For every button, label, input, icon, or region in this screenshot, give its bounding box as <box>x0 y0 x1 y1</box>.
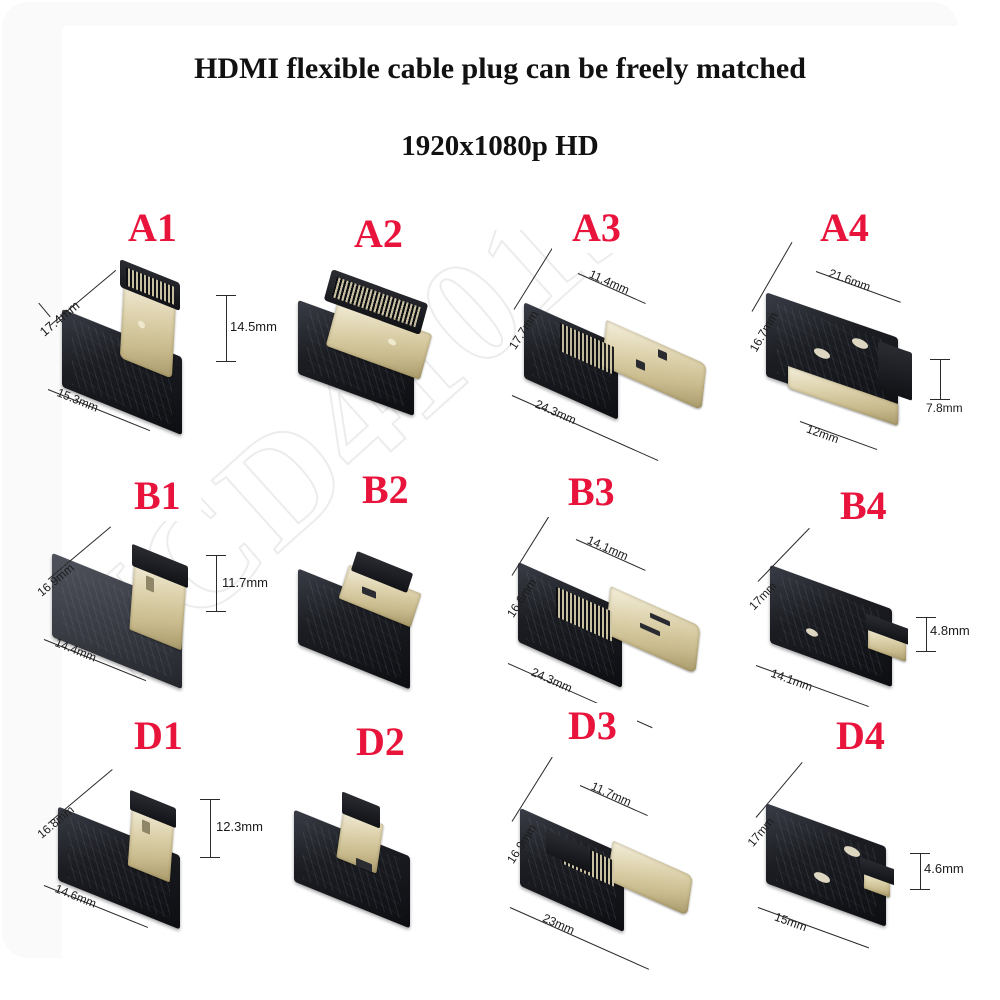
connector-image-b1: 16.9mm 14.4mm 11.7mm <box>30 517 270 721</box>
cell-label-b1: B1 <box>114 473 201 521</box>
connector-image-d2 <box>270 757 510 961</box>
dim-line-a1-v <box>226 295 227 361</box>
dimension-b4-2: 4.8mm <box>930 623 970 638</box>
dimension-b3-2: 24.3mm <box>529 664 575 696</box>
cell-label-b3: B3 <box>548 469 635 517</box>
cell-label-b4: B4 <box>820 483 907 531</box>
cell-a3: A3 17.7mm 11.4mm 24.3mm <box>500 205 740 462</box>
cell-label-b2: B2 <box>342 467 429 515</box>
cell-label-a1: A1 <box>108 205 197 253</box>
cell-label-d1: D1 <box>114 713 203 761</box>
dimension-d4-2: 4.6mm <box>924 861 964 876</box>
dimension-a1-0: 14.5mm <box>230 319 277 334</box>
dimension-b3-1: 14.1mm <box>585 532 631 564</box>
cell-label-a2: A2 <box>334 211 423 259</box>
connector-image-b2 <box>270 517 510 721</box>
connector-image-a1: 14.5mm 17.4mm 15.3mm <box>30 249 277 453</box>
page-subtitle: 1920x1080p HD <box>401 130 599 162</box>
connector-image-a2 <box>270 249 510 453</box>
cell-label-d3: D3 <box>548 703 637 751</box>
connector-image-d1: 16.8mm 14.6mm 12.3mm <box>30 757 270 961</box>
dimension-d3-1: 11.7mm <box>588 778 634 810</box>
dimension-d1-2: 12.3mm <box>216 819 263 834</box>
dimension-a3-1: 11.4mm <box>586 266 632 298</box>
cell-label-d2: D2 <box>336 719 425 767</box>
dimension-a4-2: 7.8mm <box>926 401 963 415</box>
connector-image-b3: 16.6mm 14.1mm 24.3mm <box>500 510 740 729</box>
connector-image-b4: 17mm 14.1mm 4.8mm <box>740 517 980 721</box>
cell-label-d4: D4 <box>816 713 905 761</box>
connector-grid: A1 14.5mm 17.4mm 15.3mm A2 <box>30 205 990 970</box>
cell-d1: D1 16.8mm 14.6mm 12.3mm <box>30 713 270 961</box>
dimension-a4-1: 21.6mm <box>826 266 873 294</box>
cell-b1: B1 16.9mm 14.4mm 11.7mm <box>30 473 270 721</box>
cell-a1: A1 14.5mm 17.4mm 15.3mm <box>30 205 277 453</box>
cell-b4: B4 17mm 14.1mm 4.8mm <box>740 473 980 721</box>
cell-a2: A2 <box>270 205 510 453</box>
dimension-b1-2: 11.7mm <box>222 575 268 590</box>
cell-label-a3: A3 <box>552 205 641 253</box>
dimension-a3-2: 24.3mm <box>533 396 579 428</box>
cell-b2: B2 <box>270 467 510 721</box>
cell-d2: D2 <box>270 713 510 961</box>
connector-image-a3: 17.7mm 11.4mm 24.3mm <box>500 243 740 462</box>
dimension-d3-2: 23mm <box>540 910 577 938</box>
cell-a4: A4 16.7mm 21.6mm 7.8mm 12mm <box>740 205 980 453</box>
dimension-b4-1: 14.1mm <box>768 666 815 694</box>
connector-image-d3: 16.9mm 11.7mm 23mm <box>500 756 740 970</box>
connector-image-a4: 16.7mm 21.6mm 7.8mm 12mm <box>740 241 980 453</box>
cell-d4: D4 17mm 15mm 4.6mm <box>740 713 980 961</box>
page-title: HDMI flexible cable plug can be freely m… <box>194 52 806 85</box>
cell-d3: D3 16.9mm 11.7mm 23mm <box>500 703 740 970</box>
dimension-d4-1: 15mm <box>772 909 809 935</box>
header: HDMI flexible cable plug can be freely m… <box>0 52 1000 163</box>
cell-b3: B3 16.6mm 14.1mm 24.3mm <box>500 469 740 729</box>
connector-image-d4: 17mm 15mm 4.6mm <box>740 757 980 961</box>
dimension-a4-3: 12mm <box>804 421 841 447</box>
cell-label-a4: A4 <box>800 205 889 253</box>
